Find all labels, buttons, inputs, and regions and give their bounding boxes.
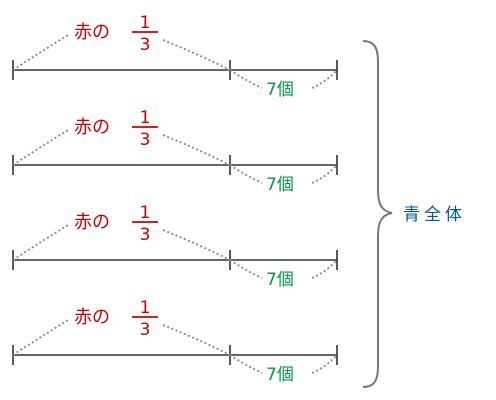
lower-dotted-arc xyxy=(229,69,263,89)
tape-row: 赤の 1 3 7個 xyxy=(12,203,338,290)
lower-dotted-arc xyxy=(311,164,338,184)
lower-dotted-arc xyxy=(229,259,263,279)
tape-row: 赤の 1 3 7個 xyxy=(12,13,338,100)
right-curly-brace xyxy=(362,40,393,388)
fraction-numerator: 1 xyxy=(140,13,151,33)
upper-dotted-arc xyxy=(12,319,69,356)
green-label: 7個 xyxy=(266,80,294,100)
fraction-denominator: 3 xyxy=(140,320,151,340)
red-label: 赤の xyxy=(74,307,110,328)
green-label: 7個 xyxy=(266,365,294,385)
upper-dotted-arc xyxy=(162,134,231,166)
upper-dotted-arc xyxy=(12,34,69,71)
fraction-numerator: 1 xyxy=(140,203,151,223)
tape-row: 赤の 1 3 7個 xyxy=(12,108,338,195)
green-label: 7個 xyxy=(266,270,294,290)
fraction-denominator: 3 xyxy=(140,35,151,55)
fraction-denominator: 3 xyxy=(140,225,151,245)
red-label: 赤の xyxy=(74,22,110,43)
fraction-numerator: 1 xyxy=(140,108,151,128)
red-label: 赤の xyxy=(74,212,110,233)
green-label: 7個 xyxy=(266,175,294,195)
tape-row: 赤の 1 3 7個 xyxy=(12,298,338,385)
upper-dotted-arc xyxy=(12,224,69,261)
fraction-denominator: 3 xyxy=(140,130,151,150)
upper-dotted-arc xyxy=(162,324,231,356)
lower-dotted-arc xyxy=(311,69,338,89)
lower-dotted-arc xyxy=(311,259,338,279)
fraction-numerator: 1 xyxy=(140,298,151,318)
upper-dotted-arc xyxy=(12,129,69,166)
lower-dotted-arc xyxy=(311,354,338,374)
brace-label: 青全体 xyxy=(403,205,466,225)
upper-dotted-arc xyxy=(162,229,231,261)
lower-dotted-arc xyxy=(229,164,263,184)
upper-dotted-arc xyxy=(162,39,231,71)
lower-dotted-arc xyxy=(229,354,263,374)
red-label: 赤の xyxy=(74,117,110,138)
